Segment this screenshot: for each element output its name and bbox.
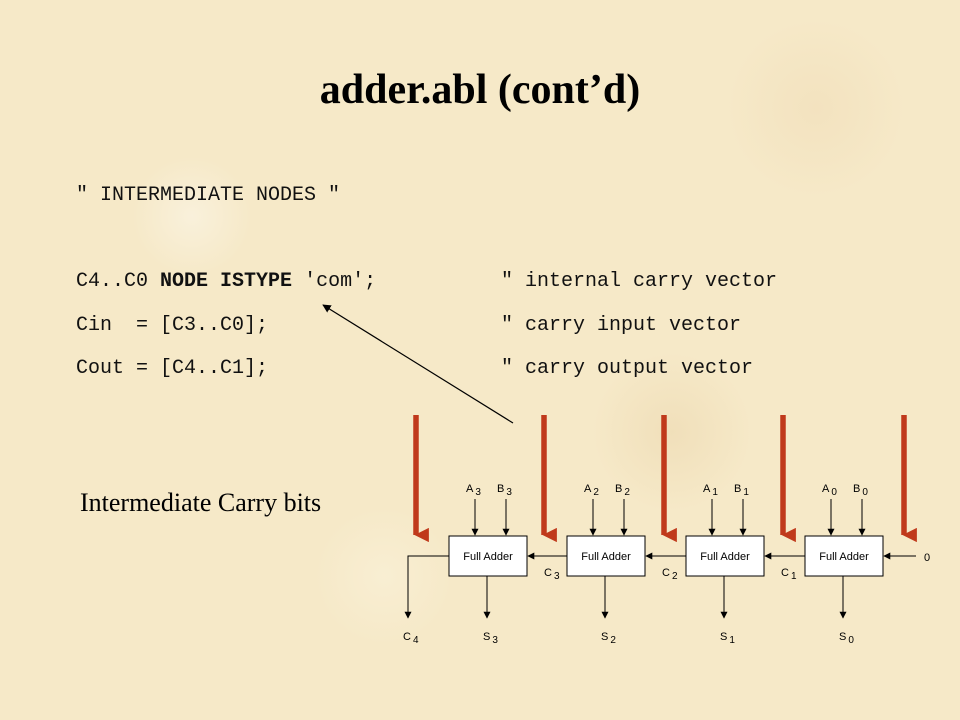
full-adder-label: Full Adder [819,551,869,563]
full-adder-label: Full Adder [463,551,513,563]
full-adder-label: Full Adder [581,551,631,563]
slide-title: adder.abl (cont’d) [319,67,641,113]
code-line-cout: Cout = [C4..C1]; [76,357,269,380]
full-adder-box [804,535,884,577]
code-section-comment: " INTERMEDIATE NODES " [76,184,341,207]
code-token: C4..C0 [76,270,161,293]
code-keyword-node: NODE [160,270,209,293]
code-keyword-istype: ISTYPE [220,270,293,293]
code-comment-carry-output: " carry output vector [501,357,754,380]
carry-in-label: 0 [924,552,930,564]
full-adder-box [448,535,528,577]
code-line-node-decl: C4..C0 NODE ISTYPE 'com'; [76,270,376,294]
code-comment-internal-carry: " internal carry vector [501,270,778,293]
carry-out-wire [407,555,449,618]
pointer-arrow [322,304,514,424]
code-line-cin: Cin = [C3..C0]; [76,314,269,337]
code-token: 'com'; [292,270,377,293]
full-adder-box [566,535,646,577]
code-comment-carry-input: " carry input vector [501,314,742,337]
full-adder-label: Full Adder [700,551,750,563]
carry-highlight-arrows [413,415,917,543]
diagram-caption: Intermediate Carry bits [80,488,322,517]
